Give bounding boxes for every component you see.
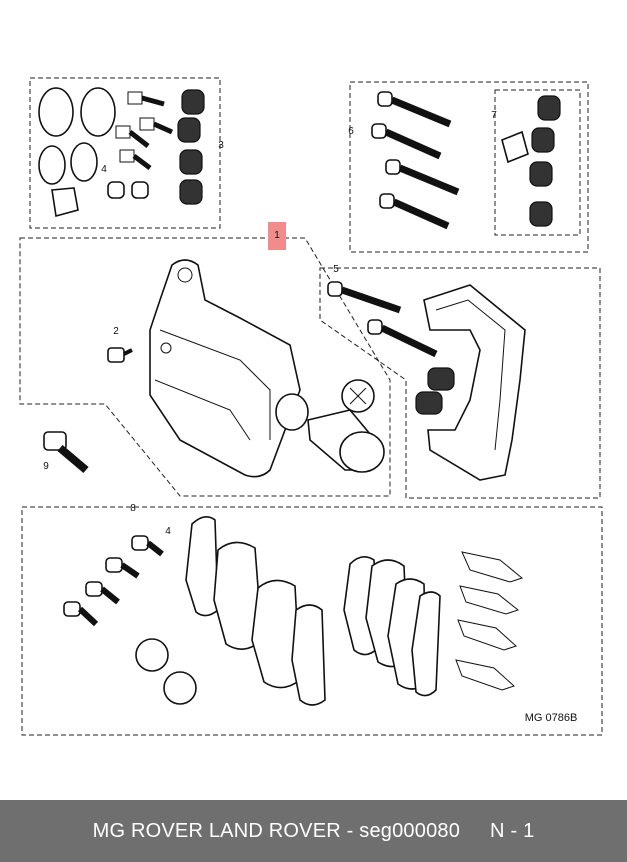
caliper-carrier — [327, 281, 526, 481]
footer-page: N - 1 — [490, 819, 535, 842]
callout-1: 1 — [274, 230, 280, 241]
caliper-housing — [107, 259, 385, 478]
group-box-8 — [21, 506, 603, 736]
group-box-1 — [19, 237, 391, 497]
group-box-5 — [319, 267, 601, 499]
group-box-3 — [29, 77, 221, 229]
guide-pin-kit — [371, 91, 561, 230]
callout-6: 6 — [348, 126, 354, 137]
callout-4-top: 4 — [101, 164, 107, 175]
callout-3: 3 — [218, 140, 224, 151]
callout-5: 5 — [333, 264, 339, 275]
pad-kit-parts — [63, 516, 524, 706]
drawing-reference: MG 0786B — [525, 712, 578, 724]
callout-4-bottom: 4 — [165, 526, 171, 537]
seal-kit-parts — [38, 87, 205, 218]
callout-1-highlight — [268, 222, 286, 250]
parts-diagram: 1 2 3 4 4 5 6 7 8 9 MG 0786B — [19, 77, 603, 736]
group-box-7 — [494, 89, 581, 236]
group-box-6 — [349, 81, 589, 253]
callout-2: 2 — [113, 326, 119, 337]
caliper-bolt — [43, 431, 89, 474]
callout-7: 7 — [491, 110, 497, 121]
footer-text: MG ROVER LAND ROVER - seg000080 — [92, 819, 461, 842]
callout-8: 8 — [130, 503, 136, 514]
callout-9: 9 — [43, 461, 49, 472]
footer-bar: MG ROVER LAND ROVER - seg000080 N - 1 — [0, 800, 627, 862]
